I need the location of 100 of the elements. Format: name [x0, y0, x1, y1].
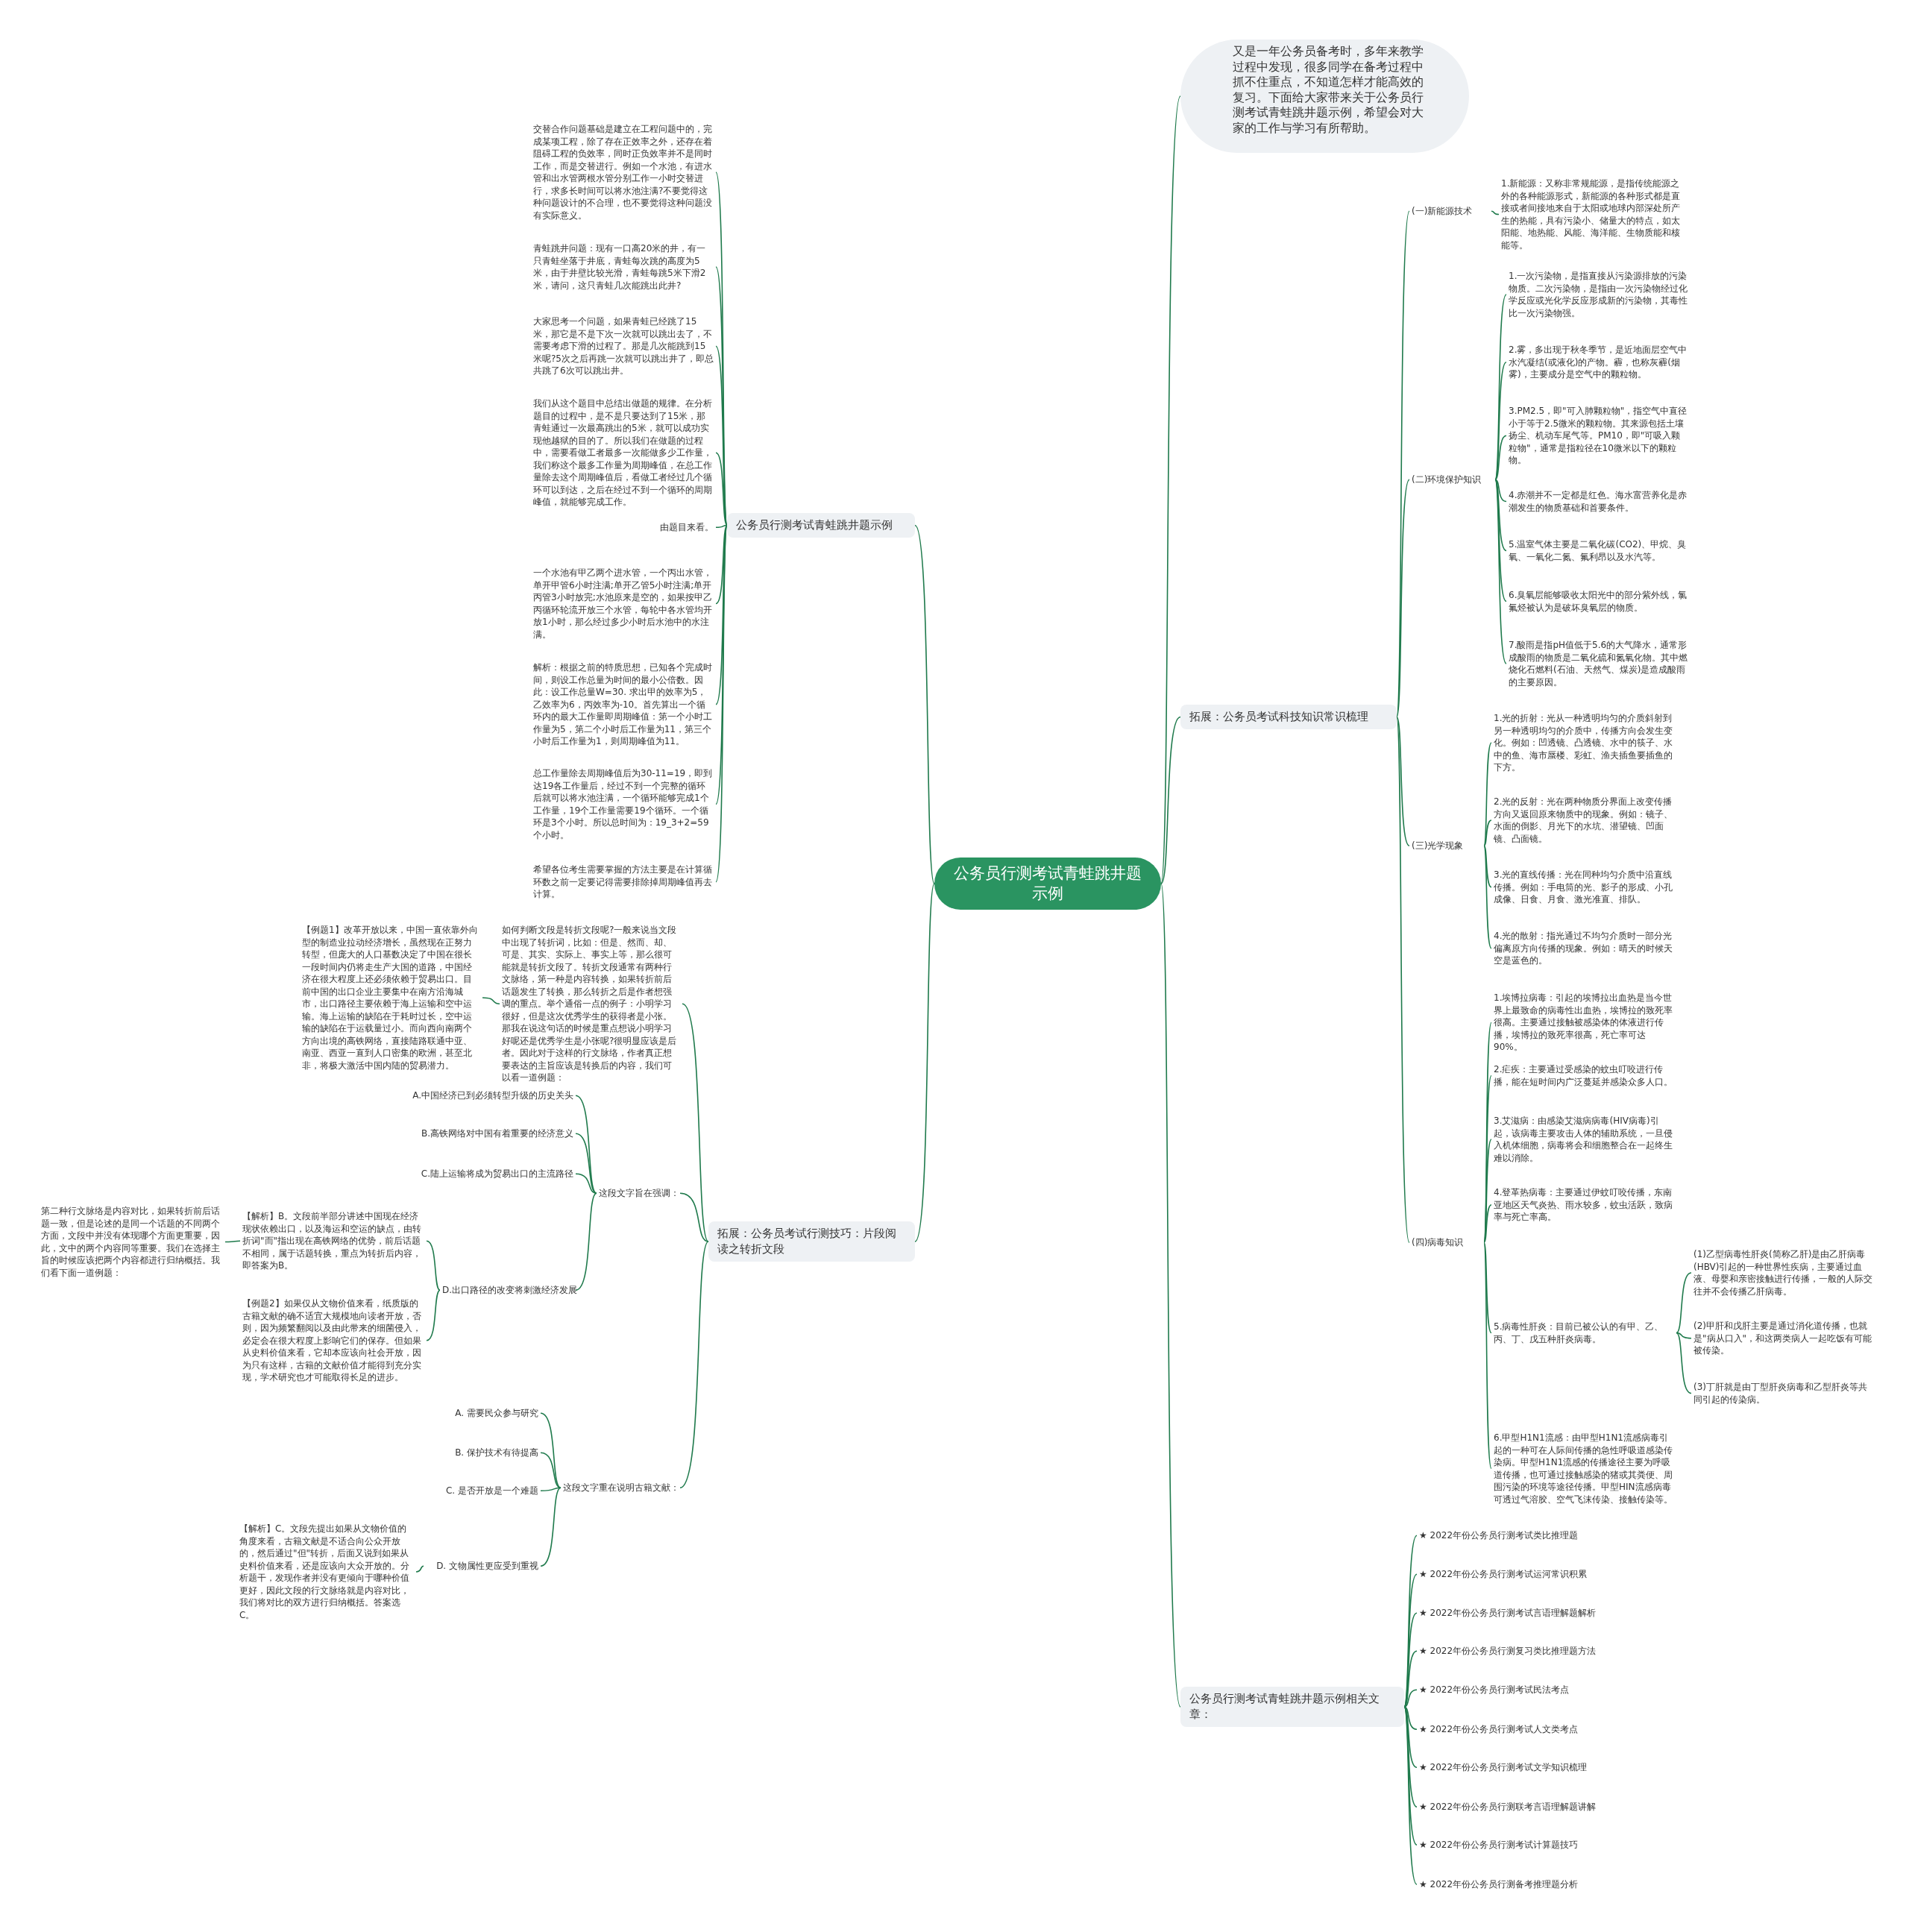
note-text: 6.臭氧层能够吸收太阳光中的部分紫外线，氯氟烃被认为是破坏臭氧层的物质。 [1506, 588, 1691, 615]
note-text: (一)新能源技术 [1409, 204, 1491, 219]
connector [1676, 1332, 1692, 1339]
note-text: 【例题1】改革开放以来，中国一直依靠外向型的制造业拉动经济增长，虽然现在正努力转型，但庞大的人口基数决定了中国在很长一段时间内仍将走生产大国的道路，中国经济在很大程度上还必须依赖于贸易出口。目前中国的出口企业主要集中在南方沿海城市，出口路径主要依赖于海上运输和空中运输。海上运输的缺陷在于耗时过长，空中运输的缺陷在于运载量过小。而向西向南两个方向出境的高铁网络，直接陆路联通中亚、南亚、西亚一直到人口密集的欧洲，甚至北非，将极大激活中国内陆的贸易潜力。 [300, 922, 482, 1073]
connector [1483, 845, 1492, 888]
note-text: (2)甲肝和戊肝主要是通过消化道传播，也就是"病从口入"，和这两类病人一起吃饭有可能被传染。 [1691, 1318, 1878, 1359]
note-text: 2.疟疾：主要通过受感染的蚊虫叮咬进行传播，能在短时间内广泛蔓延并感染众多人口。 [1491, 1062, 1676, 1089]
connector [575, 1173, 597, 1195]
note-text: 【解析】C。文段先提出如果从文物价值的角度来看，古籍文献是不适合向公众开放的，然后通过"但"转折，后面又说到如果从史料价值来看，还是应该向大众开放的。分析题干，发现作者并没有更倾向于哪种价值更好，因此文段的行文脉络就是内容对比，我们将对比的双方进行归纳概括。答案选C。 [237, 1521, 416, 1623]
connector [914, 524, 935, 884]
note-text: 我们从这个题目中总结出做题的规律。在分析题目的过程中，是不是只要达到了15米，那青蛙通过一次最高跳出的5米，就可以成功实现他越狱的目的了。所以我们在做题的过程中，需要看做工者最多一次能做多少工作量，我们称这个最多工作量为周期峰值，在总工作量除去这个周期峰值后，看做工者经过几个循环可以到达，之后在经过不到一个循环的周期峰值，就能够完成工作。 [531, 396, 716, 510]
branch-box: 公务员行测考试青蛙跳井题示例相关文章： [1180, 1687, 1404, 1727]
connector [1483, 845, 1492, 949]
note-text: 这段文字重在说明古籍文献： [561, 1480, 680, 1496]
note-text: 1.一次污染物，是指直接从污染源排放的污染物质。二次污染物，是指由一次污染物经过化学反应或光化学反应形成新的污染物，其毒性比一次污染物强。 [1506, 268, 1691, 321]
branch-box: 拓展：公务员考试科技知识常识梳理 [1180, 705, 1397, 729]
note-text: ★ 2022年份公务员行测联考言语理解题讲解 [1417, 1799, 1641, 1815]
note-text: A.中国经济已到必须转型升级的历史关头 [403, 1088, 576, 1104]
branch-box: 公务员行测考试青蛙跳井题示例 [727, 513, 915, 538]
note-text: B.高铁网络对中国有着重要的经济意义 [403, 1126, 576, 1142]
connector [1676, 1332, 1692, 1394]
connector [1160, 95, 1181, 884]
note-text: ★ 2022年份公务员行测考试人文类考点 [1417, 1722, 1641, 1737]
connector [715, 452, 728, 526]
connector [1483, 1139, 1492, 1244]
connector [679, 1241, 709, 1489]
note-text: 1.埃博拉病毒：引起的埃博拉出血热是当今世界上最致命的病毒性出血热，埃博拉的致死率很高。主要通过接触被感染体的体液进行传播，埃博拉的致死率很高，死亡率可达90%。 [1491, 990, 1676, 1055]
note-text: 7.酸雨是指pH值低于5.6的大气降水，通常形成酸雨的物质是二氧化硫和氮氧化物。其中燃烧化石燃料(石油、天然气、煤炭)是造成酸雨的主要原因。 [1506, 638, 1691, 690]
note-text: D.出口路径的改变将刺激经济发展 [440, 1283, 576, 1298]
note-text: 4.登革热病毒：主要通过伊蚊叮咬传播，东南亚地区天气炎热、雨水较多，蚊虫活跃，致病率与死亡率高。 [1491, 1185, 1676, 1225]
connector [1494, 435, 1507, 481]
note-text: 青蛙跳井问题：现有一口高20米的井，有一只青蛙坐落于井底，青蛙每次跳的高度为5米，由于井壁比较光滑，青蛙每跳5米下滑2米，请问，这只青蛙几次能跳出此井? [531, 241, 716, 293]
connector [715, 524, 728, 605]
note-text: 6.甲型H1N1流感：由甲型H1N1流感病毒引起的一种可在人际间传播的急性呼吸道感染传染病。甲型H1N1流感的传播途径主要为呼吸道传播，也可通过接触感染的猪或其粪便、周围污染的环境等途径传播。甲型HIN流感病毒可透过气溶胶、空气飞沫传染、接触传染等。 [1491, 1430, 1676, 1507]
note-text: ★ 2022年份公务员行测考试类比推理题 [1417, 1528, 1641, 1544]
note-text: 由题目来看。 [531, 520, 716, 535]
connector [1403, 1689, 1418, 1708]
connector [540, 1412, 562, 1489]
intro-bubble: 又是一年公务员备考时，多年来教学过程中发现，很多同学在备考过程中抓不住重点，不知道怎样才能高效的复习。下面给大家带来关于公务员行测考试青蛙跳井题示例，希望会对大家的工作与学习有所帮助。 [1180, 40, 1469, 153]
note-text: 3.艾滋病：由感染艾滋病病毒(HIV病毒)引起，该病毒主要攻击人体的辅助系统，一旦侵入机体细胞，病毒将会和细胞整合在一起终生难以消除。 [1491, 1113, 1676, 1165]
connector [1483, 1242, 1492, 1470]
note-text: 3.光的直线传播：光在同种均匀介质中沿直线传播。例如：手电筒的光、影子的形成、小孔成像、日食、月食、激光准直、排队。 [1491, 867, 1676, 907]
connector [1403, 1706, 1418, 1769]
note-text: C.陆上运输将成为贸易出口的主流路径 [403, 1166, 576, 1182]
connector [1676, 1272, 1692, 1334]
note-text: C. 是否开放是一个难题 [418, 1483, 541, 1499]
note-text: D. 文物属性更应受到重视 [424, 1558, 541, 1574]
note-text: 5.温室气体主要是二氧化碳(CO2)、甲烷、臭氧、一氧化二氮、氟利昂以及水汽等。 [1506, 537, 1691, 564]
connector [224, 1240, 241, 1243]
note-text: 这段文字旨在强调： [597, 1186, 680, 1201]
connector [1483, 1203, 1492, 1244]
connector [1396, 716, 1410, 847]
connector [682, 1003, 709, 1242]
connector [1396, 210, 1410, 718]
note-text: 1.新能源：又称非常规能源，是指传统能源之外的各种能源形式，新能源的各种形式都是直接或者间接地来自于太阳或地球内部深处所产生的热能，具有污染小、储量大的特点，如太阳能、地热能、风能、海洋能、生物质能和核能等。 [1499, 176, 1684, 253]
note-text: (三)光学现象 [1409, 838, 1484, 854]
connector [1483, 1242, 1492, 1334]
note-text: 【解析】B。文段前半部分讲述中国现在经济现状依赖出口，以及海运和空运的缺点，由转折词"而"指出现在高铁网络的优势，前后话题不相同，属于话题转换，重点为转折后内容，即答案为B。 [240, 1209, 427, 1274]
connector [482, 997, 500, 1005]
connector [1494, 479, 1507, 503]
note-text: 3.PM2.5，即"可入肺颗粒物"，指空气中直径小于等于2.5微米的颗粒物。其来源包括土壤扬尘、机动车尾气等。PM10，即"可吸入颗粒物"，通常是指粒径在10微米以下的颗粒物。 [1506, 403, 1691, 468]
note-text: 第二种行文脉络是内容对比，如果转折前后话题一致，但是论述的是同一个话题的不同两个方面，文段中并没有体现哪个方面更重要，因此，文中的两个内容同等重要。我们在选择主旨的时候应该把两个内容都进行归纳概括。我们看下面一道例题： [39, 1203, 225, 1280]
connector [1491, 210, 1500, 215]
note-text: ★ 2022年份公务员行测考试运河常识积累 [1417, 1567, 1641, 1582]
branch-box: 拓展：公务员考试行测技巧：片段阅读之转折文段 [708, 1221, 915, 1262]
note-text: ★ 2022年份公务员行测考试文学知识梳理 [1417, 1760, 1641, 1775]
connector [1483, 819, 1492, 847]
connector [914, 883, 935, 1242]
connector [715, 524, 728, 529]
note-text: 交替合作问题基础是建立在工程问题中的，完成某项工程，除了存在正效率之外，还存在着阻碍工程的负效率，同时正负效率并不是同时工作，而是交替进行。例如一个水池，有进水管和出水管两根水管分别工作一小时交替进行，求多长时间可以将水池注满?不要觉得这种问题设计的不合理，也不要觉得这种问题没有实际意义。 [531, 122, 716, 223]
connector [1494, 479, 1507, 602]
connector [1494, 294, 1507, 481]
connector [679, 1192, 709, 1242]
note-text: (3)丁肝就是由丁型肝炎病毒和乙型肝炎等共同引起的传染病。 [1691, 1379, 1878, 1407]
connector [575, 1192, 597, 1291]
note-text: ★ 2022年份公务员行测复习类比推理题方法 [1417, 1643, 1641, 1659]
note-text: 一个水池有甲乙两个进水管，一个丙出水管，单开甲管6小时注满;单开乙管5小时注满;单开丙管3小时放完;水池原来是空的，如果按甲乙丙循环轮流开放三个水管，每轮中各水管均开放1小时，那么经过多少小时后水池中的水注满。 [531, 565, 716, 642]
note-text: 2.光的反射：光在两种物质分界面上改变传播方向又返回原来物质中的现象。例如：镜子、水面的倒影、月光下的水坑、潜望镜、凹面镜、凸面镜。 [1491, 794, 1676, 846]
note-text: A. 需要民众参与研究 [418, 1406, 541, 1421]
connector [415, 1565, 424, 1573]
connector [575, 1133, 597, 1195]
note-text: (四)病毒知识 [1409, 1235, 1484, 1250]
connector [426, 1240, 441, 1291]
connector [1403, 1650, 1418, 1708]
connector [1494, 479, 1507, 664]
central-topic: 公务员行测考试青蛙跳井题示例 [934, 858, 1161, 910]
connector [540, 1487, 562, 1492]
note-text: ★ 2022年份公务员行测考试民法考点 [1417, 1682, 1641, 1698]
note-text: 大家思考一个问题，如果青蛙已经跳了15米，那它是不是下次一次就可以跳出去了，不需要考虑下滑的过程了。那是几次能跳到15米呢?5次之后再跳一次就可以跳出井了，即总共跳了6次可以跳出井。 [531, 314, 716, 379]
connector [1160, 883, 1181, 1708]
connector [1160, 716, 1181, 884]
note-text: 1.光的折射：光从一种透明均匀的介质斜射到另一种透明均匀的介质中，传播方向会发生变化。例如：凹透镜、凸透镜、水中的筷子、水中的鱼、海市蜃楼、彩虹、渔夫插鱼要插鱼的下方。 [1491, 711, 1676, 775]
note-text: 如何判断文段是转折文段呢?一般来说当文段中出现了转折词，比如：但是、然而、却、可是、其实、实际上、事实上等，那么很可能就是转折文段了。转折文段通常有两种行文脉络，第一种是内容转换，如果转折前后话题发生了转换，那么转折之后是作者想强调的重点。举个通俗一点的例子：小明学习很好，但是这次优秀学生的获得者是小张。那我在说这句话的时候是重点想说小明学习好呢还是优秀学生是小张呢?很明显应该是后者。因此对于这样的行文脉络，作者真正想要表达的主旨应该是转换后的内容，我们可以看一道例题： [500, 922, 682, 1086]
note-text: 2.雾，多出现于秋冬季节，是近地面层空气中水汽凝结(或液化)的产物。霾，也称灰霾(烟雾)，主要成分是空气中的颗粒物。 [1506, 342, 1691, 383]
note-text: 希望各位考生需要掌握的方法主要是在计算循环数之前一定要记得需要排除掉周期峰值再去计算。 [531, 862, 716, 902]
note-text: 【例题2】如果仅从文物价值来看，纸质版的古籍文献的确不适宜大规模地向读者开放，否则，因为频繁翻阅以及由此带来的细菌侵入，必定会在很大程度上影响它们的保存。但如果从史料价值来看，它却本应该向社会开放，因为只有这样，古籍的文献价值才能得到充分实现，学术研究也才可能取得长足的进步。 [240, 1296, 427, 1385]
note-text: ★ 2022年份公务员行测备考推理题分析 [1417, 1877, 1641, 1892]
note-text: 解析：根据之前的特质思想，已知各个完成时间，则设工作总量为时间的最小公倍数。因此：设工作总量W=30. 求出甲的效率为5，乙效率为6，丙效率为-10。首先算出一个循环内的最大工作量即周期峰值：第一个小时工作量为5，第二个小时后工作量为11，第三个小时后工作量为1，则周期峰值为11。 [531, 660, 716, 749]
connector [540, 1487, 562, 1567]
connector [426, 1289, 441, 1341]
